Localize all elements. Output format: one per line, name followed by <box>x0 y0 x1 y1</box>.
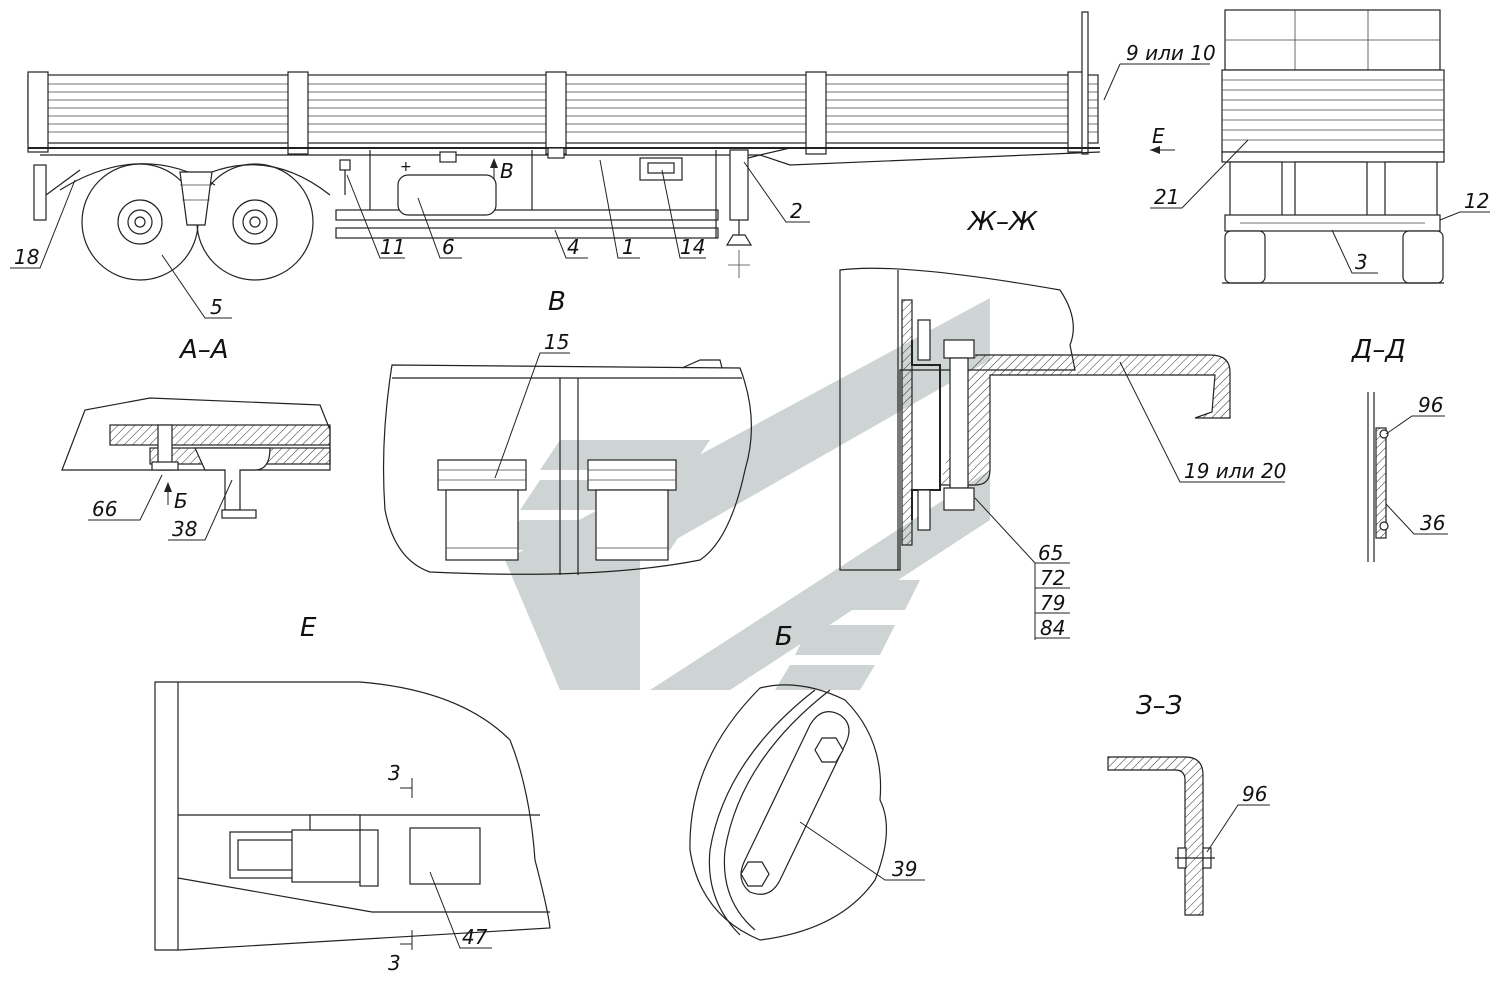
callout-38: 38 <box>172 517 197 541</box>
center-mark: + <box>400 159 412 175</box>
callout-5: 5 <box>210 295 223 319</box>
section-z-z: З–З 96 <box>1107 691 1270 916</box>
rear-wheel-right <box>1384 161 1438 221</box>
view-v: В 15 <box>382 287 753 575</box>
view-e: Е 3 3 47 <box>154 613 551 975</box>
section-b-marker: Б <box>174 489 188 513</box>
callout-21: 21 <box>1154 185 1179 209</box>
callout-4: 4 <box>567 235 580 259</box>
side-view: + <box>27 11 1101 281</box>
title-view-b: Б <box>775 622 793 652</box>
title-zh-zh: Ж–Ж <box>966 207 1038 237</box>
bracket-38 <box>194 447 271 511</box>
bracket-15-right <box>587 459 677 561</box>
title-view-e: Е <box>300 613 317 643</box>
section-zh-zh: Ж–Ж 19 или 20 65 72 79 84 <box>839 207 1286 640</box>
callout-15: 15 <box>544 330 569 354</box>
nut <box>943 487 975 511</box>
mudflap <box>33 164 47 221</box>
callout-66: 66 <box>92 497 117 521</box>
view-arrow-v: В <box>500 159 514 183</box>
title-d-d: Д–Д <box>1351 335 1406 365</box>
callout-3: 3 <box>1355 250 1368 274</box>
wheel-2 <box>196 163 314 281</box>
title-a-a: А–А <box>178 335 229 365</box>
side-view-callouts: 9 или 10 18 5 11 6 4 1 14 2 В <box>10 41 1216 319</box>
callout-6: 6 <box>442 235 455 259</box>
title-view-v: В <box>548 287 566 317</box>
callout-11: 11 <box>380 235 405 259</box>
callout-12: 12 <box>1464 189 1489 213</box>
air-tank <box>397 174 497 216</box>
cut-3-top: 3 <box>388 761 401 785</box>
callout-96-dd: 96 <box>1418 393 1443 417</box>
callout-9-10: 9 или 10 <box>1126 41 1216 65</box>
section-a-a: А–А Б 66 38 <box>61 335 331 541</box>
callout-79: 79 <box>1040 591 1065 615</box>
callout-1: 1 <box>622 235 635 259</box>
suspension <box>179 171 213 226</box>
callout-39: 39 <box>892 857 917 881</box>
callout-72: 72 <box>1040 566 1065 590</box>
callout-65: 65 <box>1038 541 1063 565</box>
callout-47: 47 <box>462 925 488 949</box>
rear-view-callouts: Е 21 12 3 <box>1150 124 1490 274</box>
view-b: Б 39 <box>689 622 925 941</box>
callout-84: 84 <box>1040 616 1065 640</box>
bracket-15-left <box>437 459 527 561</box>
rear-view <box>1221 9 1445 284</box>
tool-box <box>639 157 683 181</box>
stake-posts <box>27 71 1085 155</box>
lock-assembly <box>229 814 379 887</box>
side-guard-top <box>335 209 719 221</box>
callout-36: 36 <box>1420 511 1445 535</box>
plate-47 <box>409 827 481 885</box>
section-d-d: Д–Д 96 36 <box>1351 335 1448 562</box>
callout-96-zz: 96 <box>1242 782 1267 806</box>
side-guard-bottom <box>335 227 719 239</box>
landing-gear <box>729 149 749 221</box>
wheel-1 <box>81 163 199 281</box>
cut-3-bottom: 3 <box>388 951 401 975</box>
callout-14: 14 <box>680 235 705 259</box>
callout-2: 2 <box>790 199 803 223</box>
title-z-z: З–З <box>1136 691 1182 721</box>
bolt-head <box>943 339 975 359</box>
section-beam <box>109 424 331 446</box>
callout-18: 18 <box>14 245 39 269</box>
rear-wheel-left <box>1229 161 1283 221</box>
callout-19-20: 19 или 20 <box>1184 459 1286 483</box>
front-board <box>1081 11 1089 155</box>
view-arrow-e: Е <box>1152 124 1165 148</box>
watermark-logo <box>500 298 990 690</box>
